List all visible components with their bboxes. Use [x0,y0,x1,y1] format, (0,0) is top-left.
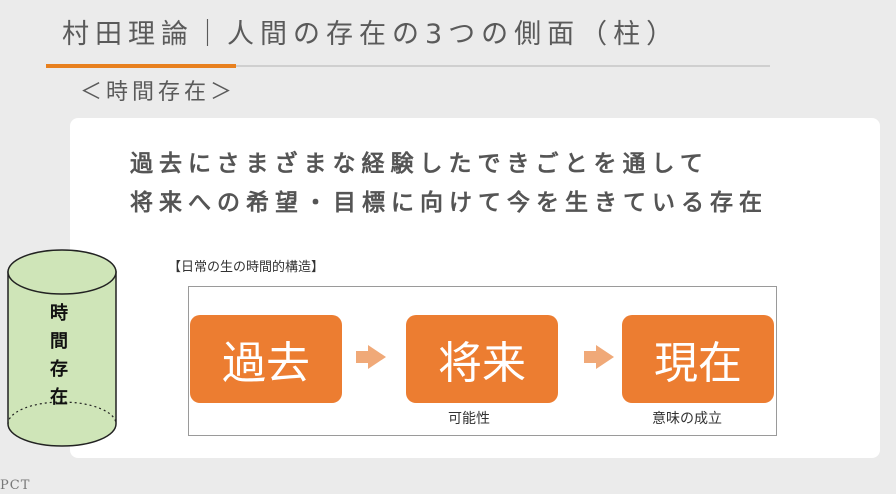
section-subtitle: ＜時間存在＞ [80,80,237,105]
title-divider [46,65,770,67]
cylinder-label: 時 間 存 在 [44,300,74,412]
description-line-2: 将来への希望・目標に向けて今を生きている存在 [130,190,768,216]
present-box: 現在 [622,315,774,403]
arrow-right-icon [584,345,614,369]
page-title: 村田理論｜人間の存在の3つの側面（柱） [62,19,680,50]
cylinder-char: 時 [50,303,68,324]
structure-label: 【日常の生の時間的構造】 [168,260,325,275]
past-box: 過去 [190,315,342,403]
future-box: 将来 [406,315,558,403]
arrow-right-icon [356,345,386,369]
cylinder-char: 在 [50,387,68,408]
cylinder-char: 存 [50,359,68,380]
present-caption: 意味の成立 [652,411,722,427]
title-accent-bar [46,64,236,68]
description-line-1: 過去にさまざまな経験したできごとを通して [130,151,709,177]
future-caption: 可能性 [448,411,490,427]
cylinder-graphic [7,249,117,447]
cylinder-char: 間 [50,331,68,352]
pct-logo: PCT [0,478,31,493]
